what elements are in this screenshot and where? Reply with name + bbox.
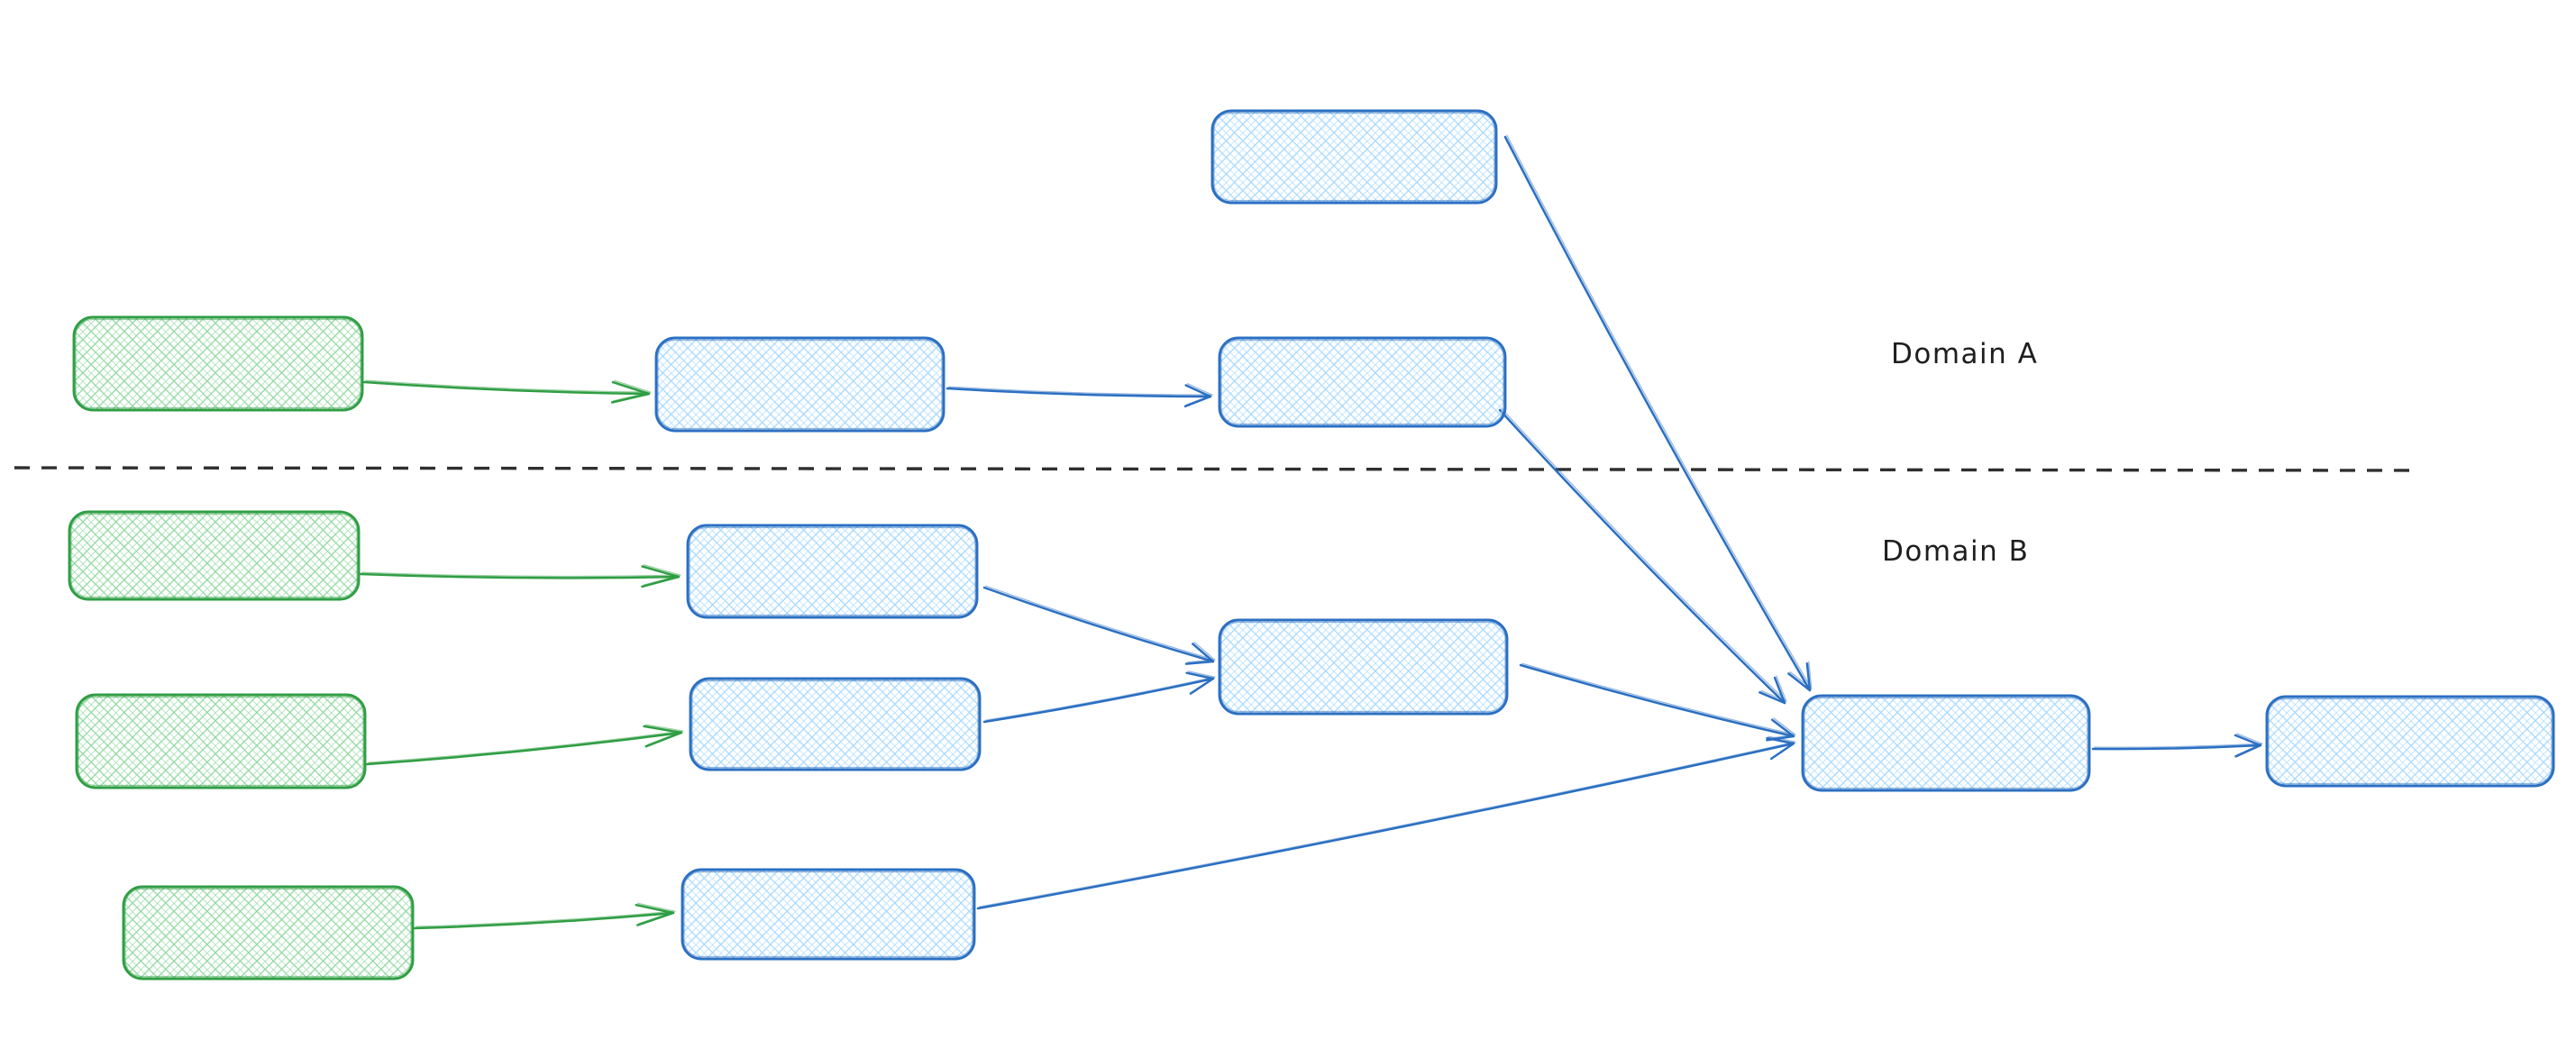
- box-blue-row4-rect: [681, 868, 976, 961]
- box-blue-row3[interactable]: [689, 677, 982, 771]
- box-blue-row2[interactable]: [686, 524, 979, 619]
- box-blue-output[interactable]: [2265, 695, 2555, 788]
- box-blue-top-rect: [1210, 109, 1498, 205]
- box-blue-central-join[interactable]: [1801, 694, 2091, 792]
- divider-layer: [14, 466, 2416, 472]
- box-blue-row1-mid-sketch-border: [657, 339, 943, 430]
- box-blue-top[interactable]: [1210, 109, 1498, 205]
- box-blue-row1-right[interactable]: [1218, 336, 1507, 428]
- arrow-green-row3-sketch-stroke: [368, 724, 684, 763]
- box-blue-row4[interactable]: [681, 868, 976, 961]
- arrow-row2-to-join-sketch-stroke: [985, 585, 1216, 663]
- box-blue-row3-rect: [689, 677, 982, 771]
- domain-b-label[interactable]: Domain B: [1882, 535, 2029, 568]
- arrow-green-row1-sketch-stroke: [365, 379, 652, 402]
- box-green-row1-sketch-border: [75, 318, 361, 409]
- arrow-top-to-central[interactable]: [1503, 135, 1812, 692]
- arrow-row1-to-central-sketch-stroke: [1501, 407, 1787, 702]
- box-blue-output-rect: [2265, 695, 2555, 788]
- box-green-row2[interactable]: [68, 510, 361, 601]
- box-blue-row1-right-sketch-border: [1220, 339, 1504, 425]
- box-green-row1[interactable]: [72, 315, 364, 412]
- box-green-row1-rect: [72, 315, 364, 412]
- box-blue-row4-sketch-border: [683, 871, 973, 958]
- box-green-row4-rect: [122, 885, 415, 981]
- edges-layer: [359, 134, 2263, 930]
- box-blue-top-sketch-border: [1213, 112, 1495, 202]
- arrow-central-to-output-sketch-stroke: [2094, 733, 2263, 756]
- arrow-join-to-central[interactable]: [1519, 663, 1795, 742]
- arrow-green-row1[interactable]: [362, 380, 651, 404]
- box-green-row3[interactable]: [75, 693, 367, 789]
- arrow-row1-to-central[interactable]: [1498, 408, 1786, 705]
- arrow-green-row4-sketch-stroke: [416, 902, 676, 927]
- box-blue-join-b-sketch-border: [1220, 621, 1506, 713]
- arrow-green-row2-sketch-stroke: [361, 564, 681, 586]
- arrow-row1-mid-to-right-sketch-stroke: [948, 383, 1213, 406]
- box-green-row3-sketch-border: [78, 696, 364, 787]
- arrow-green-row3[interactable]: [365, 725, 683, 766]
- box-blue-row1-right-rect: [1218, 336, 1507, 428]
- nodes-layer: [68, 109, 2555, 981]
- arrow-row4-to-central[interactable]: [976, 736, 1795, 910]
- labels-layer: Domain A Domain B: [1882, 338, 2038, 568]
- box-blue-row2-sketch-border: [689, 526, 976, 616]
- box-blue-central-join-rect: [1801, 694, 2091, 792]
- box-blue-row1-mid[interactable]: [654, 336, 945, 433]
- arrow-row3-to-join-sketch-stroke: [985, 670, 1216, 721]
- box-green-row2-rect: [68, 510, 361, 601]
- box-blue-join-b[interactable]: [1218, 618, 1509, 716]
- arrow-green-row2[interactable]: [359, 565, 681, 588]
- box-green-row4[interactable]: [122, 885, 415, 981]
- box-blue-row2-rect: [686, 524, 979, 619]
- arrow-row1-mid-to-right[interactable]: [945, 384, 1212, 408]
- box-blue-central-join-sketch-border: [1804, 697, 2088, 789]
- box-green-row4-sketch-border: [124, 888, 412, 978]
- arrow-green-row4[interactable]: [413, 903, 675, 930]
- arrow-central-to-output[interactable]: [2091, 734, 2262, 758]
- box-blue-row1-mid-rect: [654, 336, 945, 433]
- arrow-row4-to-central-sketch-stroke: [979, 735, 1796, 908]
- arrow-join-to-central-sketch-stroke: [1521, 662, 1796, 740]
- arrow-row2-to-join[interactable]: [982, 586, 1215, 665]
- box-green-row2-sketch-border: [70, 513, 358, 598]
- domain-a-label[interactable]: Domain A: [1891, 338, 2038, 370]
- box-blue-output-sketch-border: [2268, 698, 2553, 785]
- domain-divider-line[interactable]: [14, 466, 2416, 472]
- box-blue-row3-sketch-border: [691, 680, 979, 769]
- box-blue-join-b-rect: [1218, 618, 1509, 716]
- box-green-row3-rect: [75, 693, 367, 789]
- arrow-top-to-central-sketch-stroke: [1506, 134, 1813, 689]
